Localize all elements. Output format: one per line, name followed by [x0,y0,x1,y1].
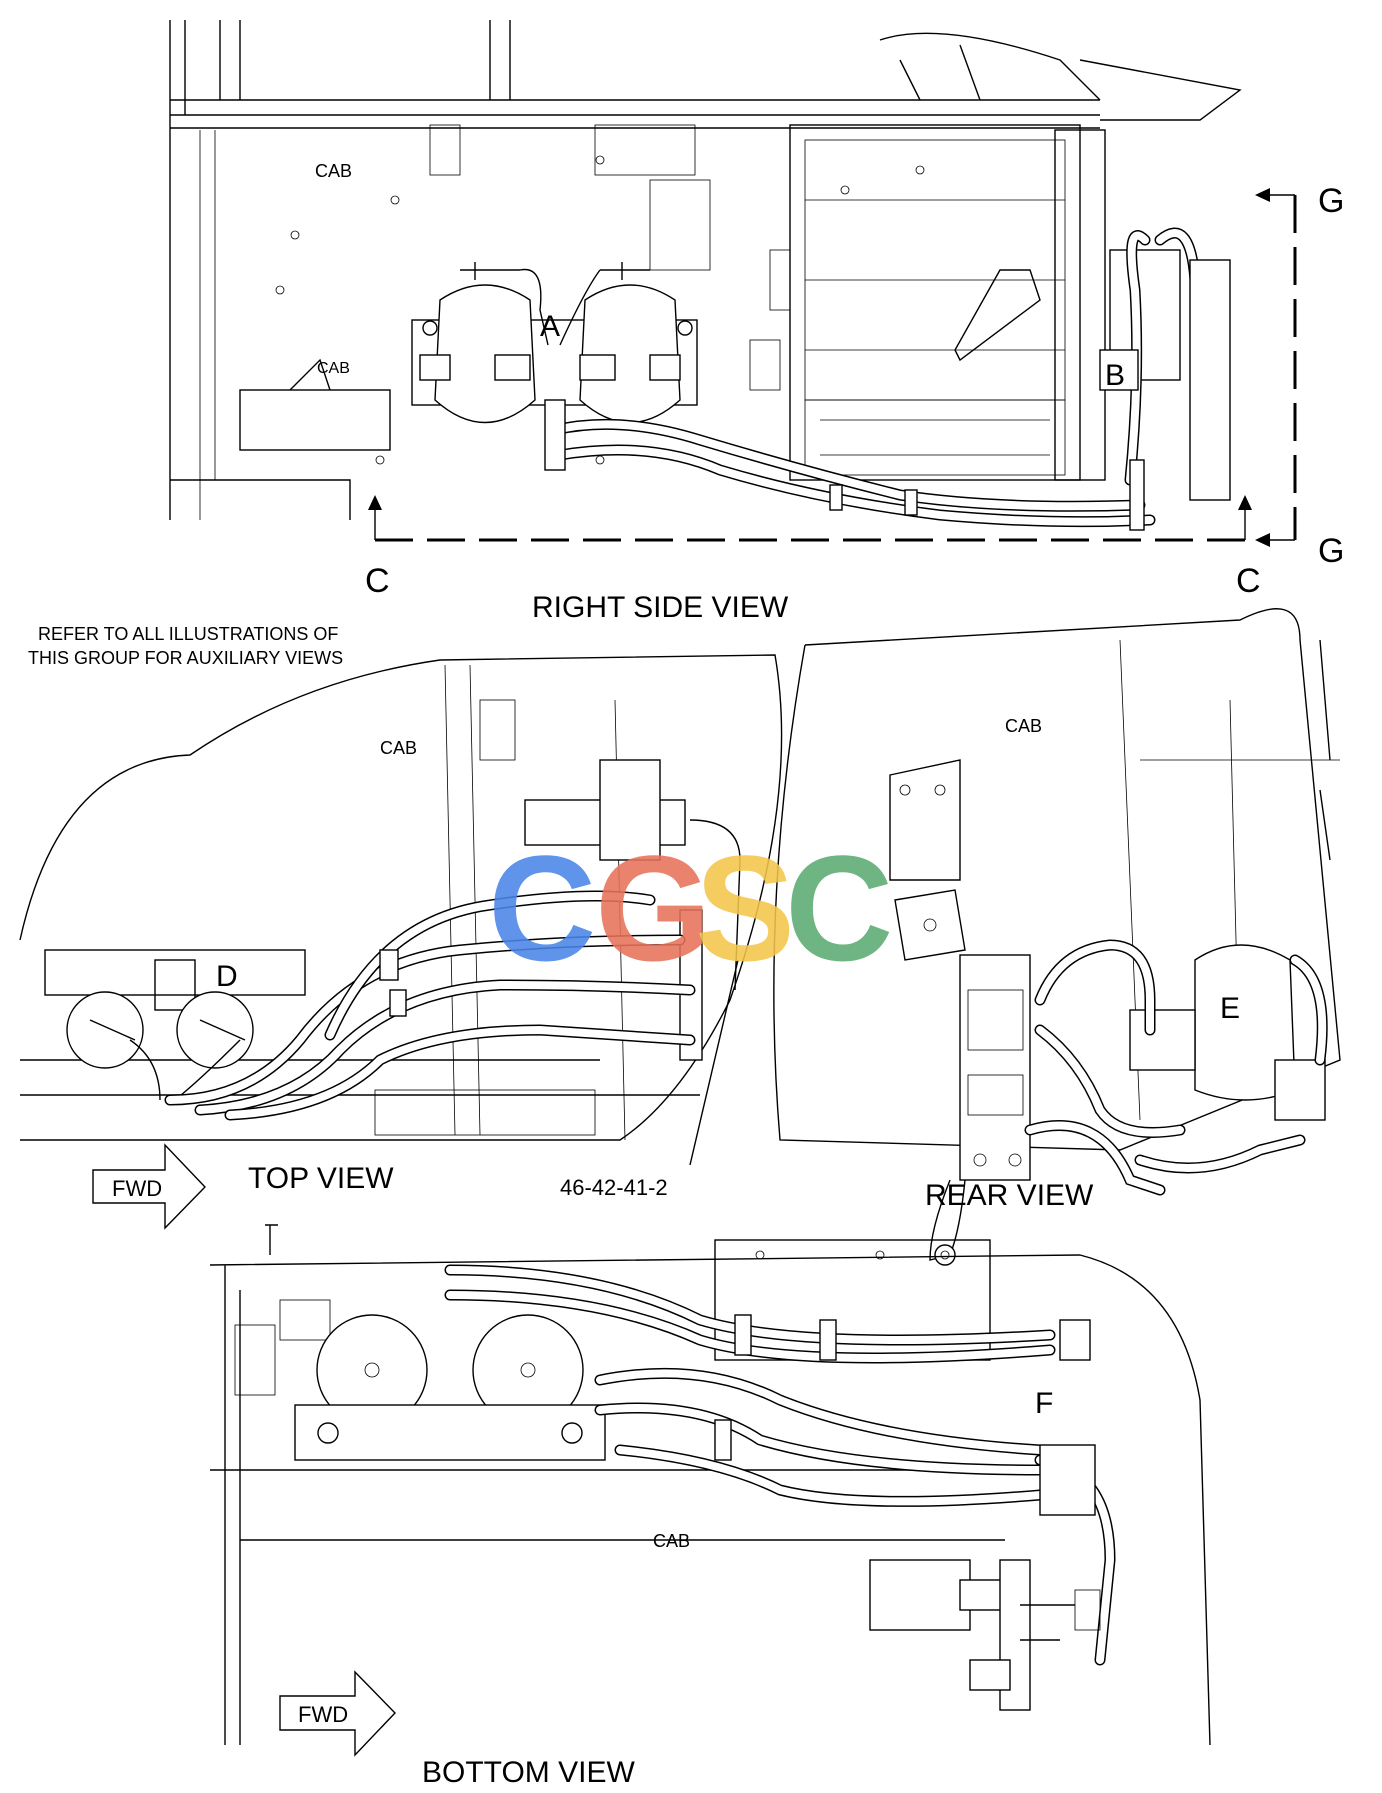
watermark-letter-2: G [595,824,712,992]
rear-view-cab-label: CAB [1005,716,1042,736]
part-number-label: 46-42-41-2 [560,1175,668,1200]
bottom-view-cab-label: CAB [653,1531,690,1551]
right-side-view-title: RIGHT SIDE VIEW [532,591,789,624]
note-line-2: THIS GROUP FOR AUXILIARY VIEWS [28,648,343,668]
callout-e: E [1220,992,1240,1025]
bottom-view-fwd-arrow [279,1670,396,1757]
section-marker-c-right: C [1236,562,1261,600]
callout-a: A [540,310,560,343]
callout-b: B [1105,359,1125,392]
watermark-letter-4: C [785,824,893,992]
bottom-view: CAB F FWD BOTTOM VIEW [209,1224,1211,1789]
top-view: CAB D FWD TOP VIEW 46-42-41-2 [19,654,783,1230]
note-line-1: REFER TO ALL ILLUSTRATIONS OF [38,624,338,644]
right-side-cab-label: CAB [315,161,352,181]
top-view-cab-label: CAB [380,738,417,758]
rear-view-title: REAR VIEW [925,1179,1094,1212]
cgsc-watermark: C G S C [488,824,893,992]
right-side-view: CAB CAB A B G G C C RIGHT SIDE VIEW [169,20,1344,624]
callout-d: D [216,960,238,993]
top-view-fwd-arrow [92,1143,206,1230]
top-view-title: TOP VIEW [248,1162,394,1195]
rear-view: CAB E REAR VIEW [773,608,1341,1266]
top-view-fwd-label: FWD [112,1176,162,1201]
auxiliary-views-note: REFER TO ALL ILLUSTRATIONS OF THIS GROUP… [28,624,343,668]
bottom-view-fwd-label: FWD [298,1702,348,1727]
watermark-letter-3: S [695,824,795,992]
bottom-view-title: BOTTOM VIEW [422,1756,635,1789]
watermark-letter-1: C [488,824,596,992]
section-marker-g-top: G [1318,182,1344,220]
right-side-cab-label-lower: CAB [317,360,350,377]
section-marker-c-left: C [365,562,390,600]
section-marker-g-bottom: G [1318,532,1344,570]
callout-f: F [1035,1387,1053,1420]
